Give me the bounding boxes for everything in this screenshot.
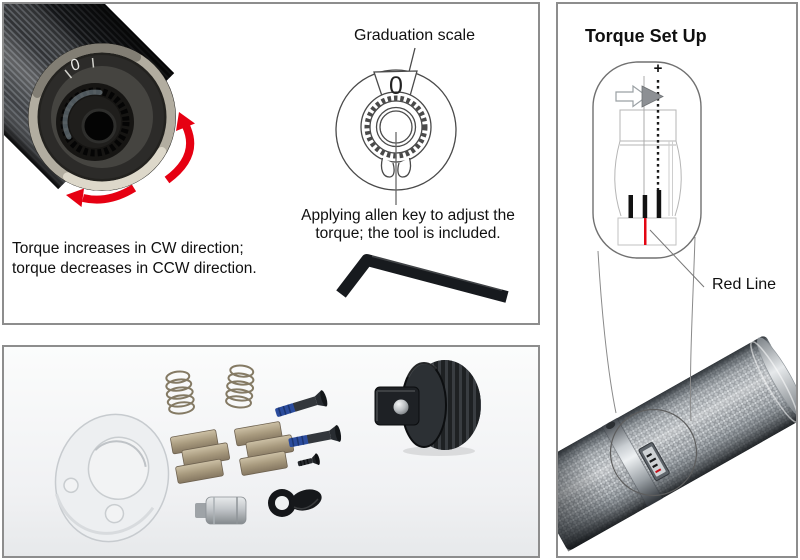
torque-setup-title: Torque Set Up — [585, 26, 707, 46]
ratchet-knob — [374, 360, 481, 456]
end-plate — [54, 413, 170, 543]
screw-blue — [288, 425, 342, 448]
ccw-arrow-icon — [66, 184, 137, 207]
direction-arrow-icon — [615, 84, 664, 108]
callout-lines — [597, 236, 696, 422]
eyelet-part — [268, 489, 322, 517]
magnifier-circle — [609, 408, 698, 497]
panel-adjustment: 0 — [2, 2, 540, 325]
magnifier-capsule-diagram: + — [592, 60, 705, 288]
pawl — [234, 421, 294, 476]
rotation-caption-line2: torque decreases in CCW direction. — [12, 260, 257, 277]
detent-ball — [393, 399, 409, 415]
graduation-dial-diagram: 0 — [335, 47, 457, 205]
red-line-pointer — [649, 229, 705, 288]
spring — [225, 364, 255, 409]
graduation-scale-label: Graduation scale — [354, 27, 475, 44]
red-line-label: Red Line — [712, 276, 777, 293]
parts-kit-photo — [4, 347, 538, 556]
scale-window-value: 0 — [389, 72, 403, 100]
plus-marker: + — [654, 60, 663, 77]
allen-key-image — [336, 254, 509, 303]
red-line-mark — [644, 218, 647, 245]
panel-torque-setup: + Torque Set Up Red Line — [556, 2, 798, 558]
torque-setup-graphics: + — [558, 60, 796, 552]
screw-small — [297, 453, 320, 467]
rotation-caption-line1: Torque increases in CW direction; — [12, 240, 244, 257]
pawl — [170, 429, 230, 484]
allen-caption-line1: Applying allen key to adjust the — [301, 207, 515, 224]
handle-photo — [558, 336, 796, 552]
tool-end-photo: 0 — [4, 4, 176, 191]
screw-blue — [275, 390, 328, 417]
plunger-pin — [195, 496, 247, 525]
panel-parts — [2, 345, 540, 558]
scale-tick-marks — [628, 190, 662, 218]
handle-scale-window — [638, 442, 670, 481]
spring — [165, 370, 196, 415]
cw-arrow-icon — [164, 112, 195, 184]
adjustment-graphics: 0 — [4, 4, 509, 303]
allen-caption-line2: torque; the tool is included. — [315, 225, 501, 242]
